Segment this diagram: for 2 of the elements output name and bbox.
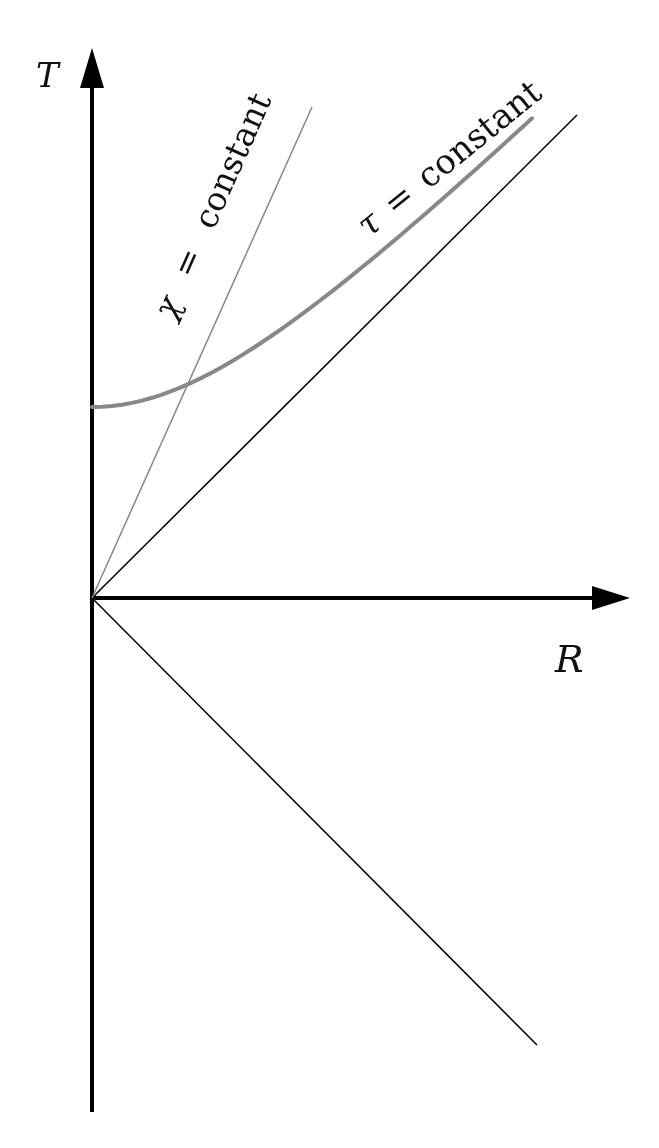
axis-label: R xyxy=(555,640,584,678)
axis-label: T xyxy=(36,58,59,92)
